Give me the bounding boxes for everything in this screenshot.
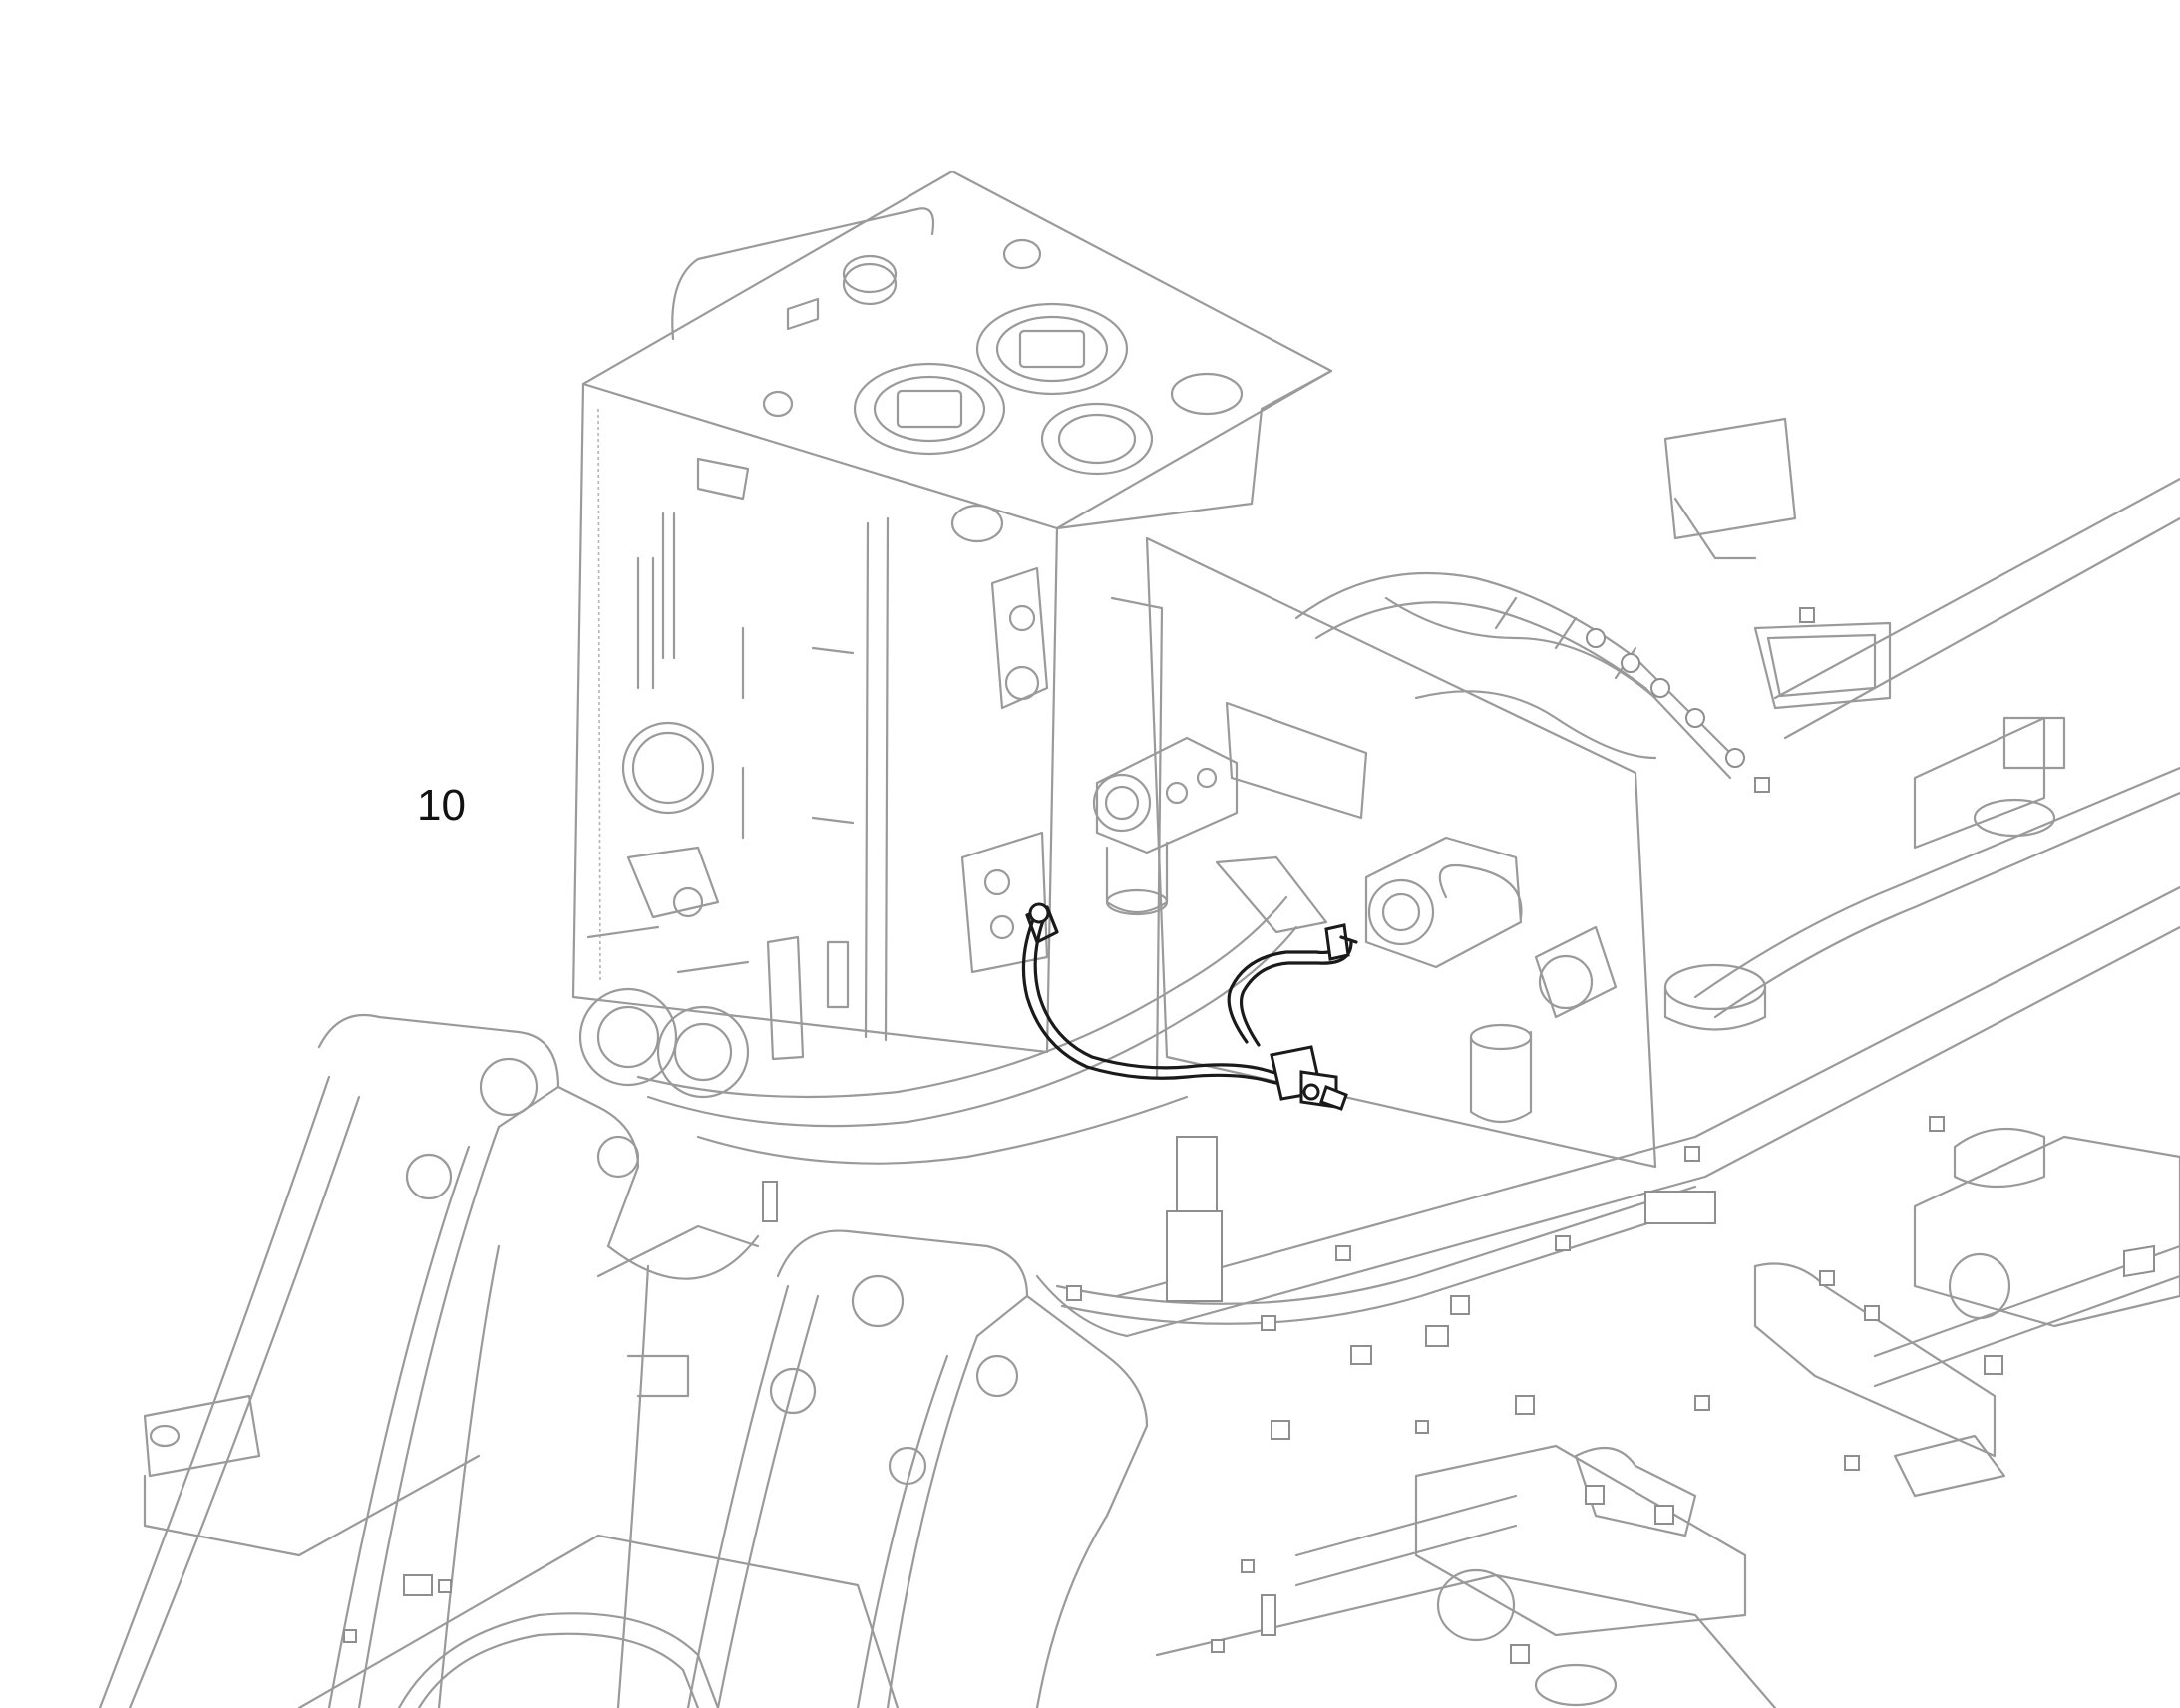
callout-number: 10 (417, 781, 466, 830)
highlighted-hose-assembly (1021, 902, 1358, 1111)
main-frame-rails (1035, 417, 2180, 1388)
boom-towers (98, 1013, 1149, 1708)
pump-mounting-plate (1092, 536, 1745, 1169)
fasteners (343, 607, 2003, 1664)
hydraulic-tank (571, 170, 1333, 1099)
lower-frame-brackets (1155, 1262, 2006, 1708)
